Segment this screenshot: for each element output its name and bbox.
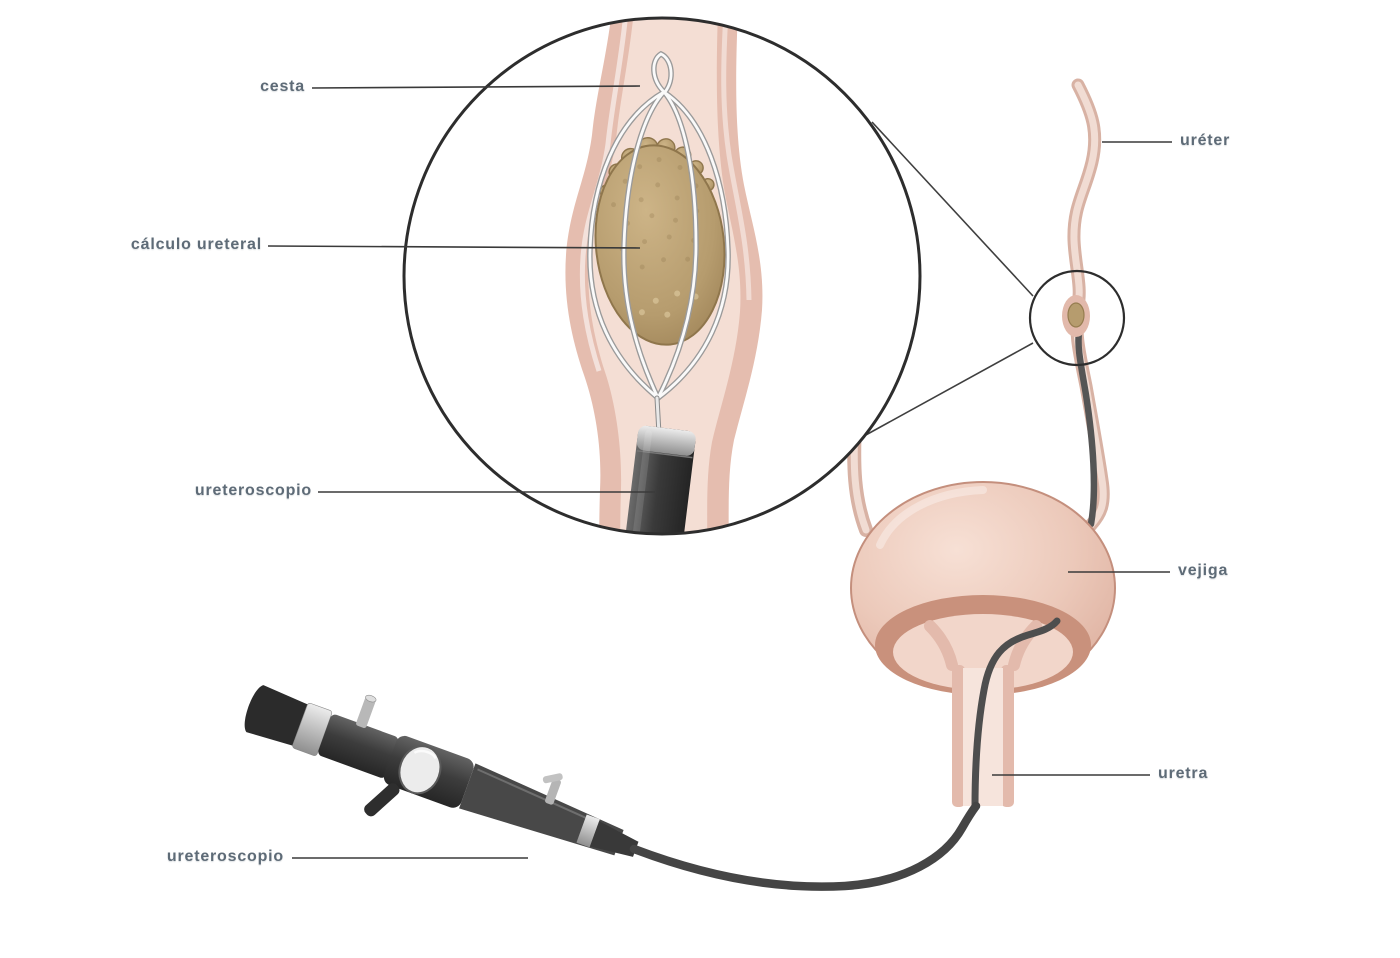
irrigation-port — [356, 697, 376, 728]
leader-calculo — [267, 245, 641, 249]
label-ureter: uréter — [1180, 132, 1231, 149]
magnifier-connector-bottom — [863, 342, 1034, 437]
magnifier-inset — [402, 16, 922, 536]
zoom-source-circle — [1028, 269, 1126, 367]
eyepiece — [244, 685, 308, 746]
control-knob — [398, 745, 442, 795]
label-ureteroscopio-device: ureteroscopio — [166, 848, 284, 865]
anatomy-right — [847, 78, 1116, 812]
inset-scope-tip — [619, 425, 696, 534]
label-vejiga: vejiga — [1178, 562, 1229, 579]
leader-lines — [267, 85, 1172, 859]
scope-cable — [629, 801, 981, 891]
label-uretra: uretra — [1158, 765, 1209, 782]
label-ureteroscopio-inset: ureteroscopio — [194, 482, 312, 499]
ureteroscope-device-illustration — [244, 685, 981, 891]
bladder-highlight — [876, 486, 987, 549]
magnifier-circle — [402, 16, 922, 536]
magnifier-connector-top — [871, 121, 1034, 297]
bladder-illustration — [850, 481, 1116, 695]
basket-illustration — [587, 50, 731, 401]
control-lever — [364, 783, 400, 817]
right-ureter — [1062, 78, 1110, 532]
small-stone — [1067, 302, 1085, 328]
scope-in-bladder — [971, 617, 1061, 812]
label-calculo-ureteral: cálculo ureteral — [130, 236, 262, 253]
label-cesta: cesta — [260, 78, 305, 95]
working-channel-port — [545, 778, 561, 805]
scope-in-ureter — [1075, 329, 1098, 528]
leader-cesta — [311, 85, 641, 89]
